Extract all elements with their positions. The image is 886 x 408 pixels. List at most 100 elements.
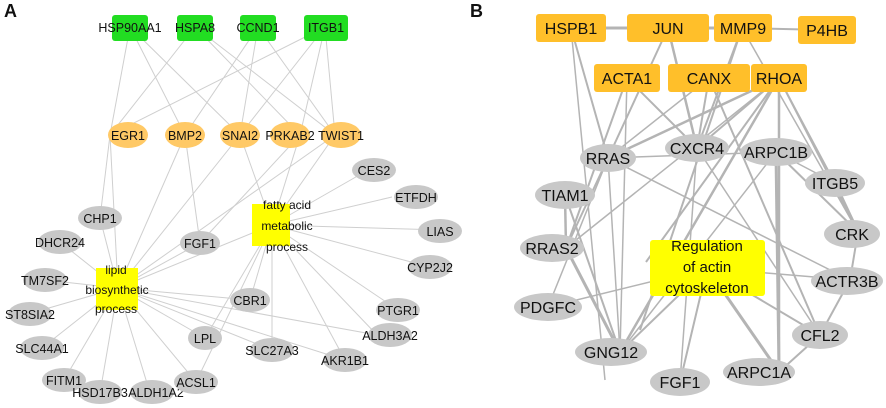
hub-node-hsp90aa1[interactable] (112, 15, 148, 41)
process-node-label-line: metabolic (261, 219, 312, 233)
gene-node-rras2[interactable] (520, 234, 584, 262)
tf-node-label: TWIST1 (318, 129, 364, 143)
process-node-lipid-biosynthetic[interactable] (96, 268, 138, 310)
gene-node-itgb5[interactable] (805, 169, 865, 197)
gene-node-label: ITGB5 (812, 176, 858, 193)
gene-node-label: ALDH3A2 (362, 329, 418, 343)
tf-node-egr1[interactable] (108, 122, 148, 148)
gene-node-label: ACTR3B (815, 274, 878, 291)
gene-node-pdgfc[interactable] (514, 293, 582, 321)
hub-node-label: HSPB1 (545, 21, 598, 38)
hub-node-label: CANX (687, 71, 732, 88)
hub-node-label: HSP90AA1 (98, 21, 161, 35)
gene-node-label: ST8SIA2 (5, 308, 55, 322)
panel-b-gene-nodes: RRAS CXCR4 ARPC1B ITGB5 TIAM1 CRK RRAS2 … (514, 134, 883, 396)
gene-node-rras[interactable] (580, 144, 636, 172)
tf-node-label: BMP2 (168, 129, 202, 143)
hub-node-label: P4HB (806, 23, 848, 40)
panel-b-letter: B (470, 1, 483, 21)
gene-node-dhcr24[interactable] (38, 230, 82, 254)
process-node-label-line: lipid (105, 263, 126, 277)
gene-node-label: HSD17B3 (72, 386, 128, 400)
panel-b: B (470, 1, 883, 396)
process-node-regulation-of-actin-cytoskeleton[interactable] (650, 240, 765, 296)
gene-node-chp1[interactable] (78, 206, 122, 230)
hub-node-canx[interactable] (668, 64, 750, 92)
gene-node-label: FGF1 (184, 237, 216, 251)
gene-node-label: SLC44A1 (15, 342, 69, 356)
gene-node-crk[interactable] (824, 220, 880, 248)
tf-node-prkab2[interactable] (270, 122, 310, 148)
gene-node-label: ARPC1B (744, 145, 808, 162)
gene-node-tiam1[interactable] (535, 181, 595, 209)
panel-a-process-nodes: fatty acid metabolic process lipid biosy… (85, 198, 312, 316)
process-node-label-line: biosynthetic (85, 283, 148, 297)
hub-node-hspa8[interactable] (177, 15, 213, 41)
hub-node-acta1[interactable] (594, 64, 660, 92)
gene-node-slc44a1[interactable] (20, 336, 64, 360)
hub-node-p4hb[interactable] (798, 16, 856, 44)
process-node-fatty-acid-metabolic[interactable] (252, 204, 290, 246)
gene-node-label: ETFDH (395, 191, 437, 205)
process-node-label-line: process (95, 302, 137, 316)
gene-node-label: CHP1 (83, 212, 116, 226)
gene-node-aldh3a2[interactable] (368, 323, 412, 347)
gene-node-label: ARPC1A (727, 365, 791, 382)
gene-node-etfdh[interactable] (394, 185, 438, 209)
gene-node-label: ALDH1A2 (128, 386, 184, 400)
gene-node-cyp2j2[interactable] (408, 255, 452, 279)
panel-a-tf-nodes: EGR1 BMP2 SNAI2 PRKAB2 TWIST1 (108, 122, 364, 148)
panel-b-process-node: Regulation of actin cytoskeleton (650, 238, 765, 297)
gene-node-actr3b[interactable] (811, 267, 883, 295)
hub-node-hspb1[interactable] (536, 14, 606, 42)
hub-node-jun[interactable] (627, 14, 709, 42)
tf-node-snai2[interactable] (220, 122, 260, 148)
gene-node-label: SLC27A3 (245, 344, 299, 358)
gene-node-label: TIAM1 (541, 188, 588, 205)
gene-node-cbr1[interactable] (230, 288, 270, 312)
gene-node-fitm1[interactable] (42, 368, 86, 392)
gene-node-label: LPL (194, 332, 216, 346)
gene-node-label: CFL2 (800, 328, 839, 345)
tf-node-bmp2[interactable] (165, 122, 205, 148)
gene-node-label: CES2 (358, 164, 391, 178)
gene-node-arpc1b[interactable] (740, 138, 812, 166)
process-node-label-line: Regulation (671, 238, 743, 255)
tf-node-label: EGR1 (111, 129, 145, 143)
gene-node-lias[interactable] (418, 219, 462, 243)
gene-node-label: DHCR24 (35, 236, 85, 250)
gene-node-arpc1a[interactable] (723, 358, 795, 386)
gene-node-acsl1[interactable] (174, 370, 218, 394)
gene-node-aldh1a2[interactable] (130, 380, 174, 404)
hub-node-ccnd1[interactable] (240, 15, 276, 41)
hub-node-label: HSPA8 (175, 21, 215, 35)
gene-node-gng12[interactable] (575, 338, 647, 366)
gene-node-label: PTGR1 (377, 304, 419, 318)
process-node-label-line: of actin (683, 259, 731, 276)
gene-node-ces2[interactable] (352, 158, 396, 182)
gene-node-lpl[interactable] (188, 326, 222, 350)
gene-node-fgf1[interactable] (650, 368, 710, 396)
hub-node-label: RHOA (756, 71, 803, 88)
gene-node-label: FGF1 (660, 375, 701, 392)
tf-node-label: PRKAB2 (265, 129, 314, 143)
gene-node-cfl2[interactable] (792, 321, 848, 349)
gene-node-tm7sf2[interactable] (23, 268, 67, 292)
gene-node-label: CBR1 (233, 294, 266, 308)
gene-node-label: CXCR4 (670, 141, 724, 158)
gene-node-ptgr1[interactable] (376, 298, 420, 322)
gene-node-label: AKR1B1 (321, 354, 369, 368)
hub-node-rhoa[interactable] (751, 64, 807, 92)
gene-node-label: TM7SF2 (21, 274, 69, 288)
gene-node-fgf1[interactable] (180, 231, 220, 255)
tf-node-twist1[interactable] (321, 122, 361, 148)
hub-node-label: JUN (652, 21, 683, 38)
hub-node-mmp9[interactable] (714, 14, 772, 42)
gene-node-slc27a3[interactable] (250, 338, 294, 362)
gene-node-cxcr4[interactable] (665, 134, 729, 162)
gene-node-akr1b1[interactable] (323, 348, 367, 372)
hub-node-itgb1[interactable] (304, 15, 348, 41)
gene-node-hsd17b3[interactable] (78, 380, 122, 404)
gene-node-st8sia2[interactable] (8, 302, 52, 326)
